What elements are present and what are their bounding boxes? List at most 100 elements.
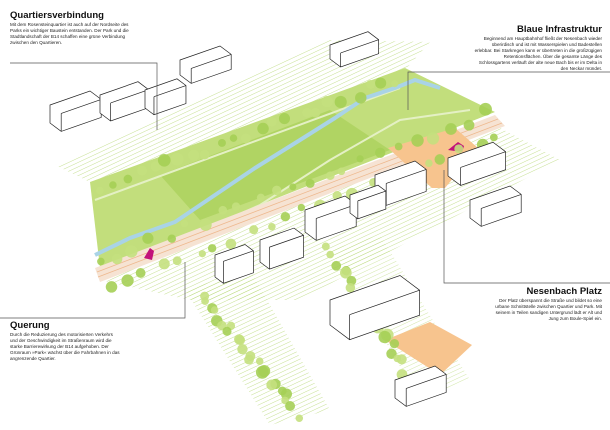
tree <box>366 79 376 89</box>
tree <box>391 80 399 88</box>
building <box>144 78 187 116</box>
tree <box>394 142 403 151</box>
tree <box>135 268 146 278</box>
tree <box>123 174 133 184</box>
tree <box>244 354 254 365</box>
tree <box>257 122 269 135</box>
annotation-blaue-infrastruktur: Blaue Infrastruktur Beginnend am Hauptba… <box>474 24 602 72</box>
annotation-text: Mit dem Rosensteinquartier ist auch auf … <box>10 22 129 45</box>
tree <box>225 238 237 250</box>
tree <box>180 219 189 228</box>
building <box>394 365 447 407</box>
tree <box>97 257 105 266</box>
tree <box>255 357 264 365</box>
tree <box>218 205 228 215</box>
tree <box>411 134 424 147</box>
tree <box>321 95 333 108</box>
tree <box>278 113 291 125</box>
building <box>447 141 506 186</box>
building <box>469 185 522 227</box>
tree <box>334 95 347 109</box>
tree <box>396 354 407 365</box>
tree <box>198 250 206 258</box>
tree <box>434 154 446 165</box>
tree <box>295 414 304 422</box>
tree <box>199 149 210 160</box>
tree <box>249 225 259 235</box>
annotation-title: Nesenbach Platz <box>526 286 603 297</box>
tree <box>121 274 134 287</box>
building <box>374 160 427 206</box>
tree <box>172 256 182 266</box>
building <box>329 275 420 341</box>
building <box>49 90 102 132</box>
leader-line-nesenbach-platz <box>443 170 610 284</box>
tree <box>111 253 123 265</box>
tree <box>426 132 440 145</box>
tree <box>158 258 170 270</box>
tree <box>489 133 498 142</box>
tree <box>326 250 334 259</box>
courtyard-plaza <box>385 322 472 375</box>
tree <box>218 138 226 147</box>
tree <box>199 218 212 231</box>
tree <box>375 147 386 158</box>
tree <box>340 266 352 279</box>
tree <box>321 242 330 251</box>
tree <box>454 144 464 154</box>
tree <box>337 167 346 176</box>
tree <box>207 244 217 253</box>
tree <box>297 203 306 212</box>
buildings <box>49 31 522 407</box>
tree <box>356 155 364 163</box>
tree <box>386 348 397 359</box>
building <box>329 31 379 68</box>
tree <box>167 234 176 243</box>
leader-line-quartiersverbindung <box>10 62 158 130</box>
leader-line-querung <box>0 262 186 319</box>
building <box>214 244 254 284</box>
tree <box>125 245 138 258</box>
tree <box>201 297 209 305</box>
tree <box>378 330 391 344</box>
tree <box>345 283 356 293</box>
tree <box>280 388 293 400</box>
tree <box>331 260 342 271</box>
annotation-text: Durch die Reduzierung des motorisierten … <box>10 332 120 361</box>
green-hatch-north <box>55 40 430 182</box>
annotation-text: Beginnend am Hauptbahnhof fließt der Nes… <box>474 36 602 71</box>
green-hatch-crossing <box>185 270 330 425</box>
annotation-nesenbach-platz: Nesenbach Platz Der Platz überspannt die… <box>490 286 602 322</box>
tree <box>142 232 154 244</box>
tree <box>240 133 251 144</box>
annotation-title: Querung <box>10 320 50 331</box>
tree <box>231 202 241 211</box>
tree <box>256 193 265 202</box>
tree <box>229 134 238 142</box>
tree <box>235 335 246 346</box>
annotation-quartiersverbindung: Quartiersverbindung Mit dem Rosensteinqu… <box>10 10 135 46</box>
building <box>99 81 149 122</box>
tree <box>305 178 315 188</box>
tree <box>479 102 492 116</box>
building <box>304 195 357 241</box>
tree <box>268 222 276 231</box>
tree <box>389 338 400 349</box>
tree <box>289 183 297 191</box>
tree <box>157 153 171 167</box>
tree <box>266 379 278 391</box>
tree <box>150 161 161 172</box>
tree <box>210 306 219 314</box>
nesenbach-river <box>94 78 441 257</box>
tree <box>96 186 104 195</box>
annotation-text: Der Platz überspannt die Straße und bild… <box>495 298 602 321</box>
sculpture-magenta <box>144 248 154 260</box>
annotation-title: Blaue Infrastruktur <box>517 24 602 35</box>
tree <box>170 152 184 166</box>
annotation-title: Quartiersverbindung <box>10 10 104 21</box>
tree <box>463 119 475 131</box>
tree <box>272 185 282 196</box>
tree <box>188 149 200 161</box>
tree <box>222 326 232 336</box>
